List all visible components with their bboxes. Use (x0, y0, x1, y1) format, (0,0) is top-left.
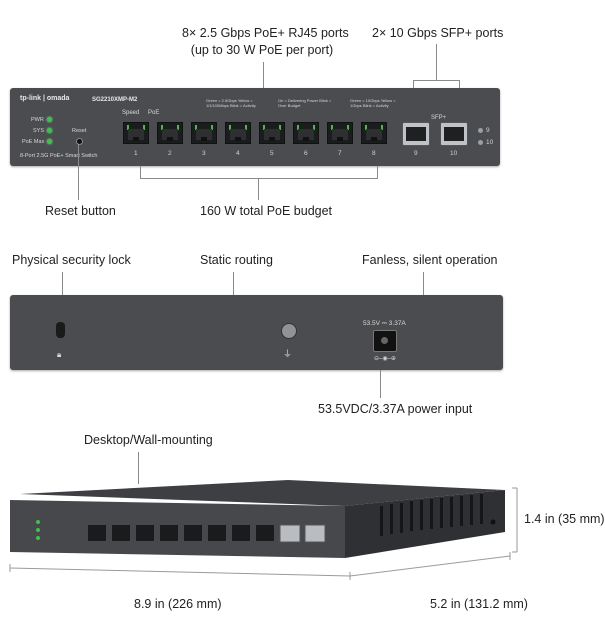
security-lock-callout: Physical security lock (12, 253, 131, 267)
front-panel: tp-link | omada SG2210XMP-M2 PWR SYS PoE… (10, 88, 500, 166)
led-label-poemax: PoE Max (22, 139, 45, 145)
speed-label: Speed (122, 110, 140, 116)
front-leds-small (36, 520, 40, 540)
switch-side-face (345, 490, 505, 558)
sfp-led-9 (478, 128, 483, 133)
lock-icon: 🔒︎ (57, 350, 62, 359)
reset-callout-leader (78, 144, 79, 200)
poe-budget-bracket (140, 178, 378, 179)
rear-panel: 🔒︎ ⏚ 53.5V ⎓ 3.37A ⊖–◉–⊕ (10, 295, 503, 370)
port-number-6: 6 (304, 150, 308, 157)
static-routing-callout: Static routing (200, 253, 273, 267)
switch-top-face (20, 480, 505, 506)
legend-sfp: Green = 10Gbps Yellow = 1Gbps Blink = Ac… (350, 98, 396, 108)
sys-led (47, 128, 52, 133)
sfp-port-9[interactable] (402, 122, 430, 146)
side-vents (380, 494, 483, 536)
port-number-4: 4 (236, 150, 240, 157)
dimension-lines (9, 487, 518, 580)
port-number-7: 7 (338, 150, 342, 157)
poe-callout-leader (263, 62, 264, 88)
sfp-port-10[interactable] (440, 122, 468, 146)
switch-perspective-view (9, 480, 518, 580)
side-screw (490, 519, 496, 525)
rj45-port-4[interactable] (225, 122, 251, 144)
poe-budget-bracket-left (140, 166, 141, 178)
poe-budget-bracket-right (377, 166, 378, 178)
port-number-5: 5 (270, 150, 274, 157)
legend-poe: On = Delivering Power Blink = Over Budge… (278, 98, 332, 108)
rj45-port-3[interactable] (191, 122, 217, 144)
poe-label: PoE (148, 110, 160, 116)
port-number-1: 1 (134, 150, 138, 157)
sfp-callout-leader-v (436, 44, 437, 80)
reset-button-callout: Reset button (45, 204, 116, 218)
poemax-led (47, 139, 52, 144)
sfp-label: SFP+ (431, 115, 447, 121)
legend-speed: Green = 2.5Gbps Yellow = 1G/100Mbps Blin… (206, 98, 256, 108)
sfp-callout-leader-h (413, 80, 460, 81)
sfp-led-10 (478, 140, 483, 145)
mounting-callout: Desktop/Wall-mounting (84, 433, 213, 447)
pwr-led (47, 117, 52, 122)
sfp-led-label-10: 10 (486, 139, 494, 146)
rj45-port-1[interactable] (123, 122, 149, 144)
reset-button[interactable] (76, 138, 83, 145)
port-number-2: 2 (168, 150, 172, 157)
poe-ports-callout-line1: 8× 2.5 Gbps PoE+ RJ45 ports (182, 26, 349, 40)
rj45-port-5[interactable] (259, 122, 285, 144)
rj45-port-7[interactable] (327, 122, 353, 144)
power-rating-label: 53.5V ⎓ 3.37A (363, 320, 406, 327)
poe-ports-callout: 8× 2.5 Gbps PoE+ RJ45 ports (up to 30 W … (182, 26, 349, 57)
front-subtitle: 8-Port 2.5G PoE+ Smart Switch (20, 153, 98, 159)
rj45-port-6[interactable] (293, 122, 319, 144)
height-dimension: 1.4 in (35 mm) (524, 512, 605, 526)
rj45-port-2[interactable] (157, 122, 183, 144)
led-label-pwr: PWR (31, 117, 44, 123)
sfp-number-10: 10 (450, 150, 458, 157)
port-number-8: 8 (372, 150, 376, 157)
model-label: SG2210XMP-M2 (92, 97, 138, 103)
security-lock-slot[interactable] (56, 322, 65, 338)
sfp-led-label-9: 9 (486, 127, 490, 134)
front-sfp-small (279, 524, 326, 543)
rj45-port-8[interactable] (361, 122, 387, 144)
reset-label: Reset (72, 128, 87, 134)
power-jack[interactable] (373, 330, 397, 352)
width-dimension: 8.9 in (226 mm) (134, 597, 222, 611)
fanless-callout: Fanless, silent operation (362, 253, 498, 267)
sfp-ports-callout: 2× 10 Gbps SFP+ ports (372, 26, 504, 40)
port-number-3: 3 (202, 150, 206, 157)
poe-budget-callout: 160 W total PoE budget (200, 204, 333, 218)
ground-screw (281, 323, 297, 339)
brand-logo: tp-link | omada (20, 95, 70, 102)
power-input-callout: 53.5VDC/3.37A power input (318, 402, 473, 416)
front-ports-small (88, 525, 274, 541)
sfp-number-9: 9 (414, 150, 418, 157)
led-label-sys: SYS (33, 128, 45, 134)
poe-budget-leader (258, 178, 259, 200)
poe-ports-callout-line2: (up to 30 W PoE per port) (190, 43, 334, 57)
ground-icon: ⏚ (283, 349, 293, 359)
depth-dimension: 5.2 in (131.2 mm) (430, 597, 528, 611)
polarity-icon: ⊖–◉–⊕ (374, 356, 396, 362)
